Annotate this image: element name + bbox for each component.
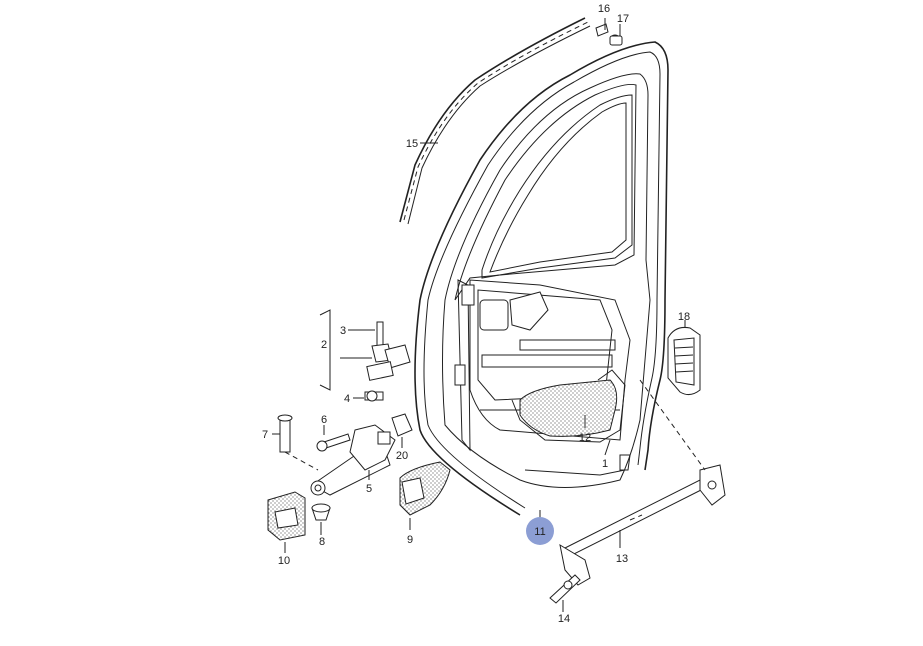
grommet-8: [311, 503, 331, 521]
callout-18: 18: [678, 311, 690, 323]
impact-bar: [559, 379, 726, 586]
callout-5: 5: [366, 483, 372, 495]
window-channel: [399, 17, 591, 225]
callout-9: 9: [407, 534, 413, 546]
leader-lines: [272, 18, 686, 612]
door-seal: [414, 41, 669, 516]
bolt-6: [316, 433, 351, 452]
callout-2: 2: [321, 339, 327, 351]
callout-12: 12: [579, 432, 591, 444]
screw-4: [364, 390, 384, 402]
callout-16: 16: [598, 3, 610, 15]
highlight-bubble[interactable]: [526, 517, 554, 545]
callout-17: 17: [617, 13, 629, 25]
clip-20: [391, 413, 413, 437]
vent-grille: [667, 327, 701, 396]
callout-8: 8: [319, 536, 325, 548]
callout-7: 7: [262, 429, 268, 441]
fastener-top: [595, 23, 623, 46]
callout-15: 15: [406, 138, 418, 150]
insulation-pad: [519, 379, 618, 437]
hinge-assembly: [319, 309, 411, 391]
door-shell: [442, 73, 651, 488]
callout-20: 20: [396, 450, 408, 462]
stud-7: [277, 414, 319, 471]
bolt-14: [549, 574, 581, 604]
callout-1: 1: [602, 458, 608, 470]
callout-6: 6: [321, 414, 327, 426]
pad-outline: [511, 369, 626, 443]
callout-11: 11: [534, 526, 545, 538]
callout-4: 4: [344, 393, 350, 405]
callout-3: 3: [340, 325, 346, 337]
door-check: [310, 424, 396, 496]
callout-13: 13: [616, 553, 628, 565]
callout-14: 14: [558, 613, 570, 625]
callout-10: 10: [278, 555, 290, 567]
